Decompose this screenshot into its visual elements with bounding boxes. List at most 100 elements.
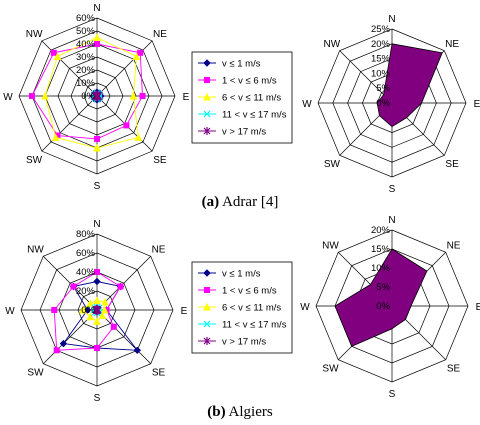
series-point — [110, 323, 117, 330]
series-point — [51, 133, 60, 141]
direction-label: SE — [152, 368, 166, 379]
direction-label: E — [181, 306, 188, 317]
direction-label: SW — [26, 155, 43, 166]
legend-marker — [203, 337, 211, 345]
legend-label: v ≤ 1 m/s — [222, 269, 261, 280]
direction-label: N — [388, 14, 395, 25]
series-point — [93, 33, 101, 41]
series-point — [94, 269, 100, 275]
series-point — [70, 283, 77, 290]
series-point — [134, 133, 143, 141]
legend-label: 1 < v ≤ 6 m/s — [222, 286, 277, 297]
tick-label: 10% — [371, 263, 391, 274]
series-point — [129, 91, 138, 100]
series-point — [94, 345, 100, 351]
rose-area — [376, 43, 443, 128]
legend-marker — [203, 127, 211, 135]
legend-label: 11 < v ≤ 17 m/s — [222, 320, 287, 331]
series-point — [59, 339, 68, 348]
tick-label: 5% — [376, 282, 390, 293]
direction-label: N — [388, 215, 395, 226]
series-point — [53, 347, 60, 354]
tick-label: 40% — [76, 39, 96, 50]
tick-label: 20% — [371, 225, 391, 236]
tick-label: 50% — [76, 26, 96, 37]
direction-label: NW — [322, 240, 339, 251]
tick-label: 25% — [371, 24, 391, 35]
grid-spoke — [96, 309, 151, 364]
direction-label: E — [474, 99, 480, 110]
legend-1: v ≤ 1 m/s 1 < v ≤ 6 m/s 6 < v ≤ 11 m/s 11 <… — [191, 51, 293, 144]
series-point — [133, 346, 142, 355]
tick-label: 20% — [371, 39, 391, 50]
direction-label: NW — [324, 39, 341, 50]
legend-label: v > 17 m/s — [222, 127, 266, 138]
series-point — [86, 299, 95, 307]
legend-label: 6 < v ≤ 11 m/s — [222, 93, 281, 104]
series-point — [86, 312, 95, 321]
direction-label: SE — [447, 364, 461, 375]
legend-label: v > 17 m/s — [222, 337, 266, 348]
series-point — [117, 283, 124, 290]
direction-label: W — [5, 306, 15, 317]
direction-label: SW — [322, 364, 339, 375]
series-point — [137, 49, 144, 56]
caption-b-text: Algiers — [228, 404, 273, 420]
direction-label: NW — [26, 29, 43, 40]
grid-spoke — [96, 40, 153, 97]
tick-label: 0% — [376, 98, 390, 109]
caption-a: (a) Adrar [4] — [0, 194, 480, 211]
series-point — [93, 317, 101, 325]
direction-label: NE — [152, 244, 166, 255]
tick-label: 0% — [81, 91, 95, 102]
direction-label: N — [93, 3, 100, 14]
tick-label: 5% — [376, 83, 390, 94]
direction-label: E — [476, 302, 480, 313]
series-point — [98, 311, 107, 319]
rose-area — [334, 248, 428, 347]
series-point — [123, 122, 130, 129]
series-point — [139, 93, 146, 99]
series-point — [132, 52, 141, 60]
tick-label: 80% — [76, 229, 96, 240]
tick-label: 40% — [76, 267, 96, 278]
direction-label: S — [94, 181, 101, 192]
legend-label: v ≤ 1 m/s — [222, 59, 261, 70]
direction-label: SW — [324, 159, 341, 170]
legend-marker — [203, 92, 211, 101]
tick-label: 20% — [76, 286, 96, 297]
series-point — [92, 305, 100, 314]
series-point — [41, 91, 49, 100]
tick-label: 20% — [76, 65, 96, 76]
legend-label: 11 < v ≤ 17 m/s — [222, 110, 287, 121]
direction-label: N — [93, 219, 100, 230]
legend-marker — [203, 110, 211, 118]
caption-a-label: (a) — [201, 194, 220, 210]
legend-marker — [204, 287, 210, 293]
series-point — [94, 135, 100, 142]
series-point — [53, 52, 62, 60]
direction-label: SW — [27, 368, 44, 379]
legend-3: v ≤ 1 m/s1 < v ≤ 6 m/s6 < v ≤ 11 m/s11 <… — [191, 261, 293, 354]
series-point — [93, 143, 101, 152]
legend-label: 1 < v ≤ 6 m/s — [222, 76, 277, 87]
tick-label: 60% — [76, 13, 96, 24]
tick-label: 10% — [371, 68, 391, 79]
series-point — [92, 91, 100, 100]
caption-b-label: (b) — [207, 404, 226, 420]
tick-label: 15% — [371, 54, 391, 65]
direction-label: W — [3, 92, 13, 103]
tick-label: 10% — [76, 78, 96, 89]
series-point — [101, 297, 109, 306]
series-point — [54, 132, 61, 139]
series-point — [78, 305, 87, 314]
direction-label: SE — [153, 155, 167, 166]
caption-a-text: Adrar [4] — [222, 194, 279, 210]
direction-label: NE — [447, 240, 461, 251]
tick-label: 60% — [76, 248, 96, 259]
grid-spoke — [339, 50, 393, 104]
direction-label: NW — [27, 244, 44, 255]
legend-box — [191, 261, 293, 354]
